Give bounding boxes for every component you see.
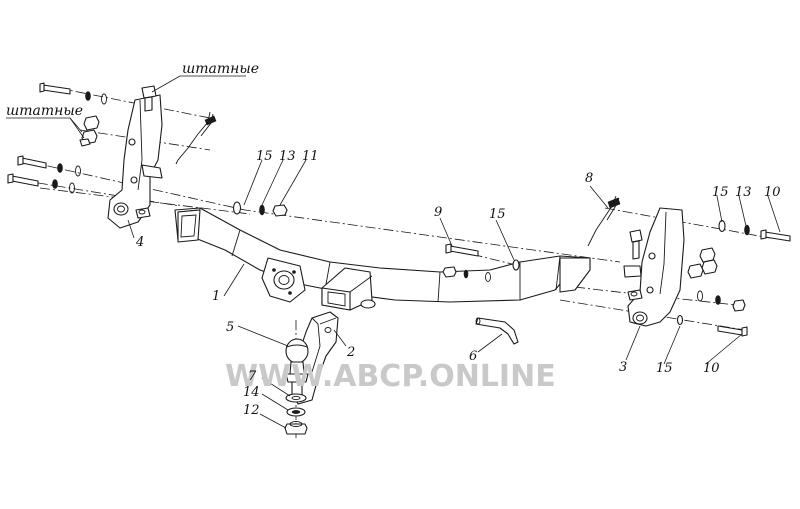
- tow-ball: [285, 338, 309, 397]
- note-standard-left: штатные: [6, 103, 83, 119]
- callout-1: 1: [212, 289, 220, 304]
- left-bolts: [7, 82, 157, 219]
- callout-15-bottom: 15: [656, 361, 673, 376]
- leader-lines: [6, 75, 781, 429]
- callout-8: 8: [585, 171, 593, 186]
- watermark: WWW.ABCP.ONLINE: [225, 359, 556, 394]
- callout-14: 14: [243, 385, 260, 400]
- receiver-plate: [261, 257, 306, 303]
- callout-4: 4: [135, 235, 144, 250]
- note-standard-top: штатные: [182, 61, 259, 77]
- callout-2: 2: [346, 345, 355, 360]
- callout-15-right: 15: [712, 185, 729, 200]
- callout-9: 9: [434, 205, 442, 220]
- callout-11: 11: [302, 149, 319, 164]
- socket-bracket: [475, 317, 519, 345]
- middle-fasteners: [232, 201, 520, 282]
- callout-3: 3: [619, 360, 627, 375]
- right-bracket: [623, 207, 685, 327]
- receiver-tube: [321, 267, 376, 311]
- left-guide-wire: [175, 111, 217, 165]
- right-guide-wire: [587, 195, 621, 247]
- callout-10-top: 10: [764, 185, 781, 200]
- callout-13-left: 13: [279, 149, 296, 164]
- callout-10-bottom: 10: [703, 361, 720, 376]
- callout-13-right: 13: [735, 185, 752, 200]
- callout-5: 5: [226, 320, 234, 335]
- callout-12: 12: [243, 403, 260, 418]
- left-bracket: [107, 94, 163, 229]
- callout-7: 7: [248, 369, 257, 384]
- right-fasteners: [676, 219, 791, 337]
- callout-15-left: 15: [256, 149, 273, 164]
- main-crossbar: [174, 207, 591, 303]
- ball-hardware: [284, 393, 308, 435]
- callout-6: 6: [469, 349, 477, 364]
- callout-15-middle: 15: [489, 207, 506, 222]
